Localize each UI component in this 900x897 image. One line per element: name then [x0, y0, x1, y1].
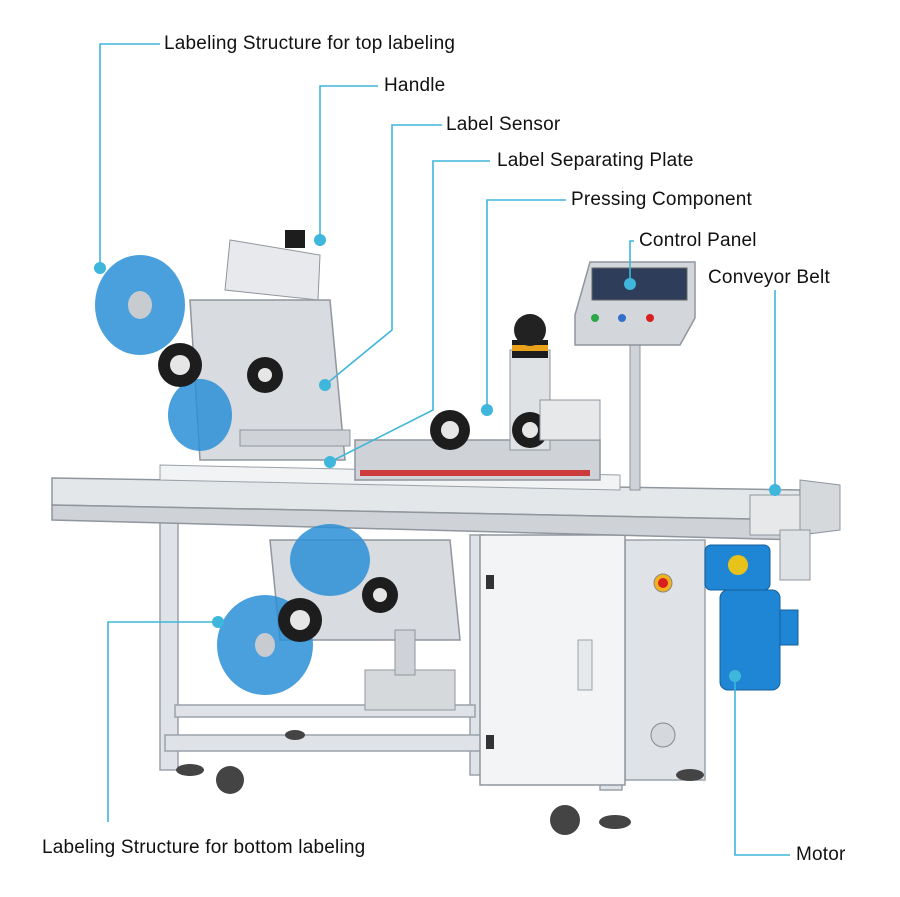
- label-motor: Motor: [796, 844, 846, 865]
- callout-dot-bottom-labeling: [212, 616, 224, 628]
- label-handle: Handle: [384, 75, 446, 96]
- callout-dot-control-panel: [624, 278, 636, 290]
- callout-line-bottom-labeling: [107, 621, 218, 822]
- motor-unit: [704, 544, 799, 691]
- callout-line-motor: [734, 676, 790, 856]
- label-bottom-labeling: Labeling Structure for bottom labeling: [42, 837, 366, 858]
- callout-dot-top-labeling: [94, 262, 106, 274]
- label-pressing-component: Pressing Component: [571, 189, 753, 210]
- label-top-labeling: Labeling Structure for top labeling: [164, 33, 456, 54]
- bottom-labeling-unit: [217, 524, 461, 711]
- callout-dot-label-sensor: [319, 379, 331, 391]
- callout-line-pressing-component: [486, 199, 566, 410]
- callout-line-label-sensor: [324, 124, 442, 386]
- casters: [176, 730, 704, 835]
- callout-dot-pressing-component: [481, 404, 493, 416]
- callout-line-top-labeling: [99, 43, 160, 268]
- callout-lines: [99, 43, 790, 856]
- label-separating-plate: Label Separating Plate: [497, 150, 694, 171]
- callout-dot-motor: [729, 670, 741, 682]
- top-labeling-unit: [95, 230, 351, 461]
- callout-line-handle: [319, 85, 378, 240]
- callout-line-control-panel: [629, 240, 634, 284]
- pressing-component-unit: [354, 314, 601, 481]
- label-control-panel: Control Panel: [639, 230, 757, 251]
- cabinet: [479, 534, 676, 786]
- callout-dot-conveyor-belt: [769, 484, 781, 496]
- callout-dot-separating-plate: [324, 456, 336, 468]
- callout-line-separating-plate: [329, 160, 490, 463]
- label-conveyor-belt: Conveyor Belt: [708, 267, 830, 288]
- callout-dots: [94, 234, 781, 682]
- control-panel-unit: [574, 261, 696, 491]
- label-label-sensor: Label Sensor: [446, 114, 561, 135]
- callout-dot-handle: [314, 234, 326, 246]
